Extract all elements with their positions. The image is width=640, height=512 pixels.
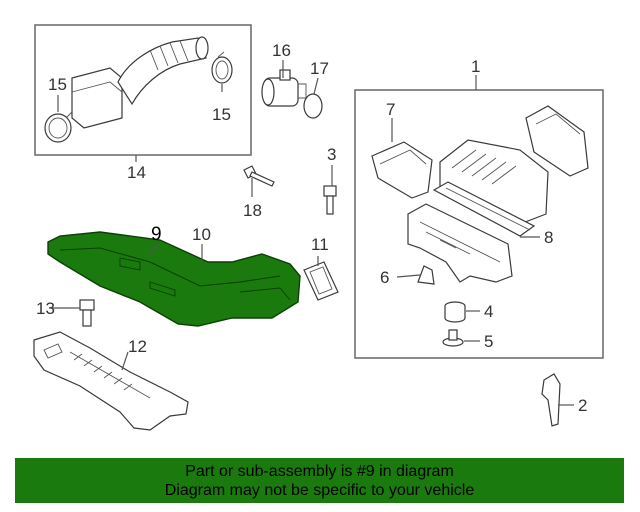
air-cleaner-lower-housing[interactable] (407, 203, 513, 283)
bolt-18[interactable] (243, 165, 275, 187)
callout-15-left: 15 (48, 75, 67, 94)
callout-12: 12 (128, 337, 147, 356)
callout-7: 7 (386, 100, 395, 119)
callout-15-right: 15 (212, 105, 231, 124)
air-flow-sensor[interactable] (261, 69, 307, 107)
callout-1: 1 (471, 57, 480, 76)
hose-clamp-left[interactable] (44, 111, 73, 143)
callout-11: 11 (311, 235, 329, 254)
air-cleaner-cover-7[interactable] (371, 141, 433, 199)
callout-9: 9 (151, 224, 162, 245)
bolt-13[interactable] (79, 299, 95, 327)
banner-line-2: Diagram may not be specific to your vehi… (164, 482, 475, 499)
bolt-3[interactable] (323, 185, 337, 215)
callout-10: 10 (192, 225, 211, 244)
bracket-12[interactable] (33, 331, 189, 431)
parts-diagram: 14 15 15 16 17 1 7 3 18 9 10 11 8 6 4 5 … (33, 24, 604, 431)
callout-5: 5 (484, 332, 493, 351)
callout-16: 16 (272, 41, 291, 60)
highlighted-part-9[interactable] (47, 231, 301, 327)
bracket-2[interactable] (541, 373, 561, 427)
group-14-box (34, 24, 252, 156)
callout-18: 18 (243, 201, 262, 220)
air-filter-element-8[interactable] (432, 181, 536, 237)
intake-hose[interactable] (71, 36, 209, 129)
mount-6[interactable] (417, 265, 435, 285)
gasket-11[interactable] (303, 261, 339, 301)
callout-6: 6 (380, 268, 389, 287)
info-banner: Part or sub-assembly is #9 in diagram Di… (15, 458, 624, 503)
callout-4: 4 (484, 302, 493, 321)
o-ring[interactable] (303, 93, 323, 119)
hose-clamp-right[interactable] (211, 51, 233, 84)
grommet-4[interactable] (444, 301, 466, 323)
callout-3: 3 (327, 145, 336, 164)
leader-lines (52, 60, 574, 406)
callout-17: 17 (310, 59, 329, 78)
callout-13: 13 (36, 299, 55, 318)
callout-8: 8 (544, 228, 553, 247)
banner-line-1: Part or sub-assembly is #9 in diagram (185, 463, 454, 480)
grommet-5[interactable] (442, 329, 464, 347)
group-1-box (354, 89, 604, 359)
air-cleaner-upper-housing[interactable] (439, 105, 589, 225)
callout-14: 14 (127, 163, 146, 182)
callout-2: 2 (578, 396, 587, 415)
